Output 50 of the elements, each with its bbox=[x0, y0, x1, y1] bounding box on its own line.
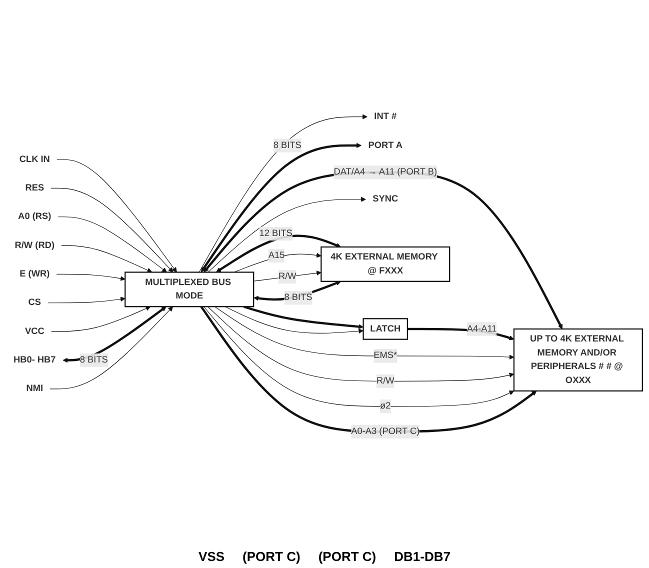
signal-label: DB1-DB7 bbox=[394, 549, 450, 564]
node-text: INT # bbox=[374, 112, 397, 122]
node-text: HB0- HB7 bbox=[13, 355, 56, 365]
node-box: MULTIPLEXED BUS MODE bbox=[124, 272, 254, 308]
arrow bbox=[48, 296, 126, 304]
edge-label: 8 BITS bbox=[284, 292, 312, 302]
arrow bbox=[216, 234, 342, 272]
node-text: R/W (RD) bbox=[14, 240, 55, 250]
node-text: PORT A bbox=[368, 140, 403, 150]
arrow bbox=[200, 306, 537, 433]
arrow bbox=[198, 114, 368, 272]
arrow bbox=[243, 306, 364, 330]
edge-label: A0-A3 (PORT C) bbox=[351, 426, 420, 436]
node-text: E (WR) bbox=[20, 269, 50, 279]
node-text: RES bbox=[25, 183, 44, 193]
node-box: UP TO 4K EXTERNAL MEMORY AND/OR PERIPHERALS # # @ OXXX bbox=[513, 328, 643, 392]
arrow bbox=[50, 188, 174, 272]
edge-label: A15 bbox=[268, 250, 285, 260]
edge-label: R/W bbox=[278, 272, 296, 282]
edge-label: 8 BITS bbox=[273, 140, 302, 150]
node-text: NMI bbox=[26, 384, 44, 394]
node-text: VCC bbox=[24, 326, 44, 336]
arrow bbox=[224, 306, 364, 334]
signal-label: (PORT C) bbox=[242, 549, 300, 564]
arrow bbox=[56, 274, 126, 281]
arrow bbox=[208, 196, 366, 272]
edge-label: A4-A11 bbox=[466, 324, 497, 334]
arrow bbox=[234, 252, 322, 272]
node-text: CS bbox=[28, 298, 42, 308]
edge-label: ø2 bbox=[380, 401, 391, 411]
arrow bbox=[56, 159, 177, 272]
edge-label: DAT/A4 → A11 (PORT B) bbox=[334, 167, 438, 178]
node-text: A0 (RS) bbox=[18, 212, 52, 222]
edge-label: 12 BITS bbox=[259, 228, 292, 238]
edge-label: 8 BITS bbox=[80, 355, 108, 365]
arrow bbox=[200, 142, 362, 272]
signal-label: (PORT C) bbox=[318, 549, 376, 564]
arrow bbox=[61, 245, 152, 273]
arrow bbox=[62, 306, 166, 363]
arrow bbox=[50, 306, 174, 390]
node-text: SYNC bbox=[372, 194, 398, 204]
node-box: 4K EXTERNAL MEMORY @ FXXX bbox=[320, 246, 450, 282]
signal-label: VSS bbox=[198, 549, 225, 564]
node-box: LATCH bbox=[362, 318, 408, 340]
arrow bbox=[50, 306, 151, 332]
node-text: CLK IN bbox=[19, 154, 50, 164]
edge-label: R/W bbox=[376, 376, 394, 386]
arrow bbox=[204, 171, 562, 330]
arrow bbox=[58, 216, 167, 272]
edge-label: EMS* bbox=[374, 350, 398, 361]
